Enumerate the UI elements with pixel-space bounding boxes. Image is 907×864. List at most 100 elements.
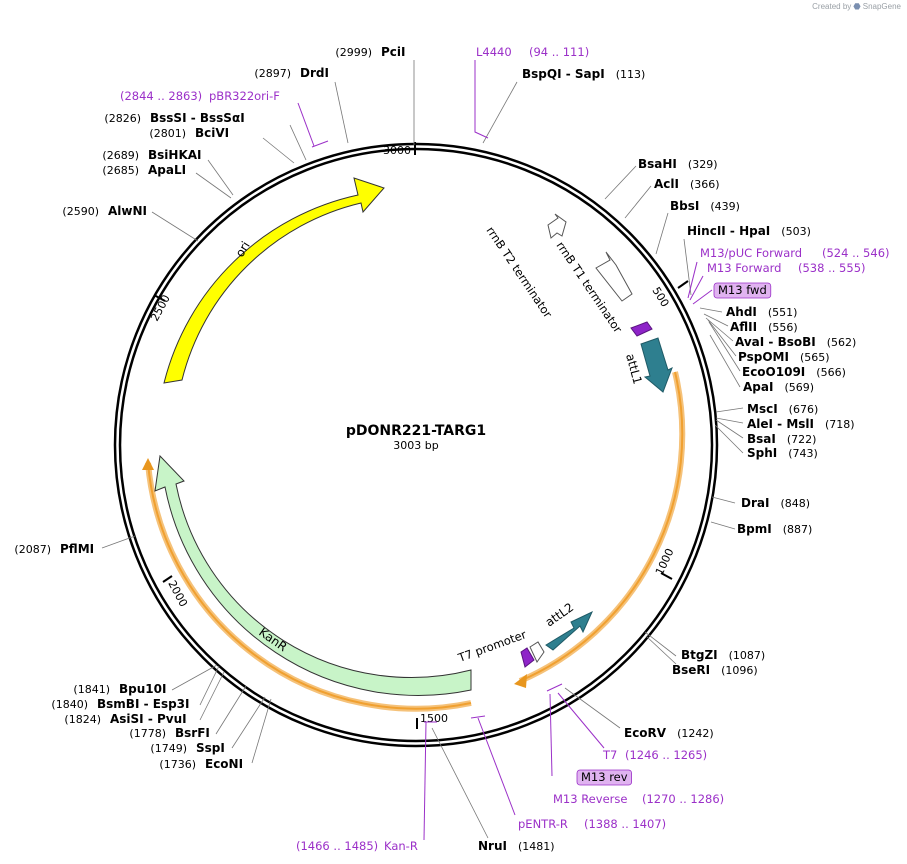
site-alei-msli: AleI - MslI(718): [747, 417, 855, 431]
site-position: (2999): [335, 46, 372, 59]
primer-range: (1466 .. 1485): [296, 839, 378, 853]
site-position: (566): [816, 366, 846, 379]
purple-feature-2: [520, 647, 535, 668]
site-position: (565): [800, 351, 830, 364]
site-bsihkai: BsiHKAI(2689): [102, 148, 201, 162]
site-name: EcoRV: [624, 726, 667, 740]
site-bcivi: BciVI(2801): [149, 126, 229, 140]
site-acli: AclI(366): [654, 177, 720, 191]
primer-m13-forward: M13 Forward (538 .. 555): [707, 261, 866, 275]
site-position: (2087): [14, 543, 51, 556]
site-drai: DraI(848): [741, 496, 810, 510]
site-position: (329): [688, 158, 718, 171]
primer-range: (94 .. 111): [529, 45, 589, 59]
attl1-highlight: [518, 371, 686, 684]
plasmid-name: pDONR221-TARG1: [346, 423, 486, 439]
credit-brand: SnapGene: [862, 2, 901, 11]
primer-name: M13 fwd: [718, 283, 767, 297]
tick-mark-1000: [660, 572, 673, 580]
site-name: PciI: [381, 45, 406, 59]
plasmid-size: 3003 bp: [393, 439, 438, 452]
site-name: BsrFI: [175, 726, 210, 740]
site-position: (2897): [254, 67, 291, 80]
site-leader-lines: [101, 60, 744, 839]
rrnb-t2-feature: [547, 213, 567, 239]
site-name: NruI: [478, 839, 507, 853]
primer-m13-fwd: M13 fwd: [713, 282, 772, 299]
site-position: (2685): [102, 164, 139, 177]
primer-range: (538 .. 555): [798, 261, 866, 275]
primer-range: (1270 .. 1286): [642, 792, 724, 806]
site-name: EcoNI: [205, 757, 243, 771]
site-alwni: AlwNI (2590): [62, 204, 147, 218]
site-position: (562): [827, 336, 857, 349]
site-position: (1841): [73, 683, 110, 696]
kanr-highlight-core: [147, 462, 472, 710]
site-position: (503): [781, 225, 811, 238]
site-ecoo109i: EcoO109I (566): [742, 365, 846, 379]
site-name: SphI: [747, 446, 777, 460]
site-drdi: DrdI (2897): [254, 66, 329, 80]
site-name: ApaI: [743, 380, 773, 394]
site-msci: MscI(676): [747, 402, 818, 416]
site-position: (1087): [729, 649, 766, 662]
site-position: (1736): [159, 758, 196, 771]
site-name: PspOMI: [738, 350, 789, 364]
primer-name: M13 Reverse: [553, 792, 627, 806]
site-position: (366): [690, 178, 720, 191]
site-name: EcoO109I: [742, 365, 805, 379]
site-name: AflII: [730, 320, 757, 334]
ori-feature: [163, 177, 385, 384]
site-apali: ApaLI(2685): [102, 163, 186, 177]
site-pspomi: PspOMI (565): [738, 350, 830, 364]
site-name: AsiSI - PvuI: [110, 712, 187, 726]
primer-badge: [713, 282, 772, 299]
site-name: HincII - HpaI: [687, 224, 770, 238]
kanr-feature: [154, 454, 472, 696]
site-name: BtgZI: [681, 648, 718, 662]
site-position: (743): [788, 447, 818, 460]
primer-leader-lines: [297, 60, 713, 841]
site-bsrfi: BsrFI(1778): [129, 726, 209, 740]
primer-range: (1388 .. 1407): [584, 817, 666, 831]
site-bsmbi-esp3i: BsmBI - Esp3I(1840): [51, 697, 189, 711]
primer-name: M13 Forward: [707, 261, 781, 275]
site-name: MscI: [747, 402, 778, 416]
site-bsssi-bsss-i: BssSI - BssSαI(2826): [104, 111, 244, 125]
site-position: (1096): [721, 664, 758, 677]
site-position: (2590): [62, 205, 99, 218]
site-name: BspQI - SapI: [522, 67, 605, 81]
primer-name: T7: [602, 748, 617, 762]
site-asisi-pvui: AsiSI - PvuI(1824): [64, 712, 186, 726]
site-avai-bsobi: AvaI - BsoBI(562): [735, 335, 856, 349]
site-name: Bpu10I: [119, 682, 166, 696]
t7-promoter-feature: [529, 641, 545, 663]
primer-t7: T7(1246 .. 1265): [602, 748, 707, 762]
site-pcii: PciI (2999): [335, 45, 405, 59]
site-pflmi: PflMI(2087): [14, 542, 94, 556]
site-bbsi: BbsI(439): [670, 199, 740, 213]
primer-name: L4440: [476, 45, 512, 59]
tick-1500: 1500: [420, 712, 448, 725]
primer-m13-puc-forward: M13/pUC Forward(524 .. 546): [700, 246, 890, 260]
site-position: (569): [784, 381, 814, 394]
site-position: (2826): [104, 112, 141, 125]
site-name: AlwNI: [108, 204, 147, 218]
site-bsai: BsaI(722): [747, 432, 816, 446]
primer-badge: [576, 769, 632, 786]
site-position: (556): [768, 321, 798, 334]
site-position: (1749): [150, 742, 187, 755]
site-name: BsaHI: [638, 157, 677, 171]
site-name: BsmBI - Esp3I: [97, 697, 189, 711]
tick-2500: 2500: [148, 293, 173, 324]
site-bpmi: BpmI(887): [737, 522, 812, 536]
site-name: AhdI: [726, 305, 757, 319]
site-position: (439): [710, 200, 740, 213]
tick-3000: 3000: [383, 144, 411, 157]
rrnb-t2-label: rrnB T2 terminator: [484, 224, 556, 321]
site-name: BseRI: [672, 663, 710, 677]
site-name: DrdI: [300, 66, 329, 80]
site-name: SspI: [196, 741, 225, 755]
primer-kan-r: Kan-R(1466 .. 1485): [296, 839, 418, 853]
